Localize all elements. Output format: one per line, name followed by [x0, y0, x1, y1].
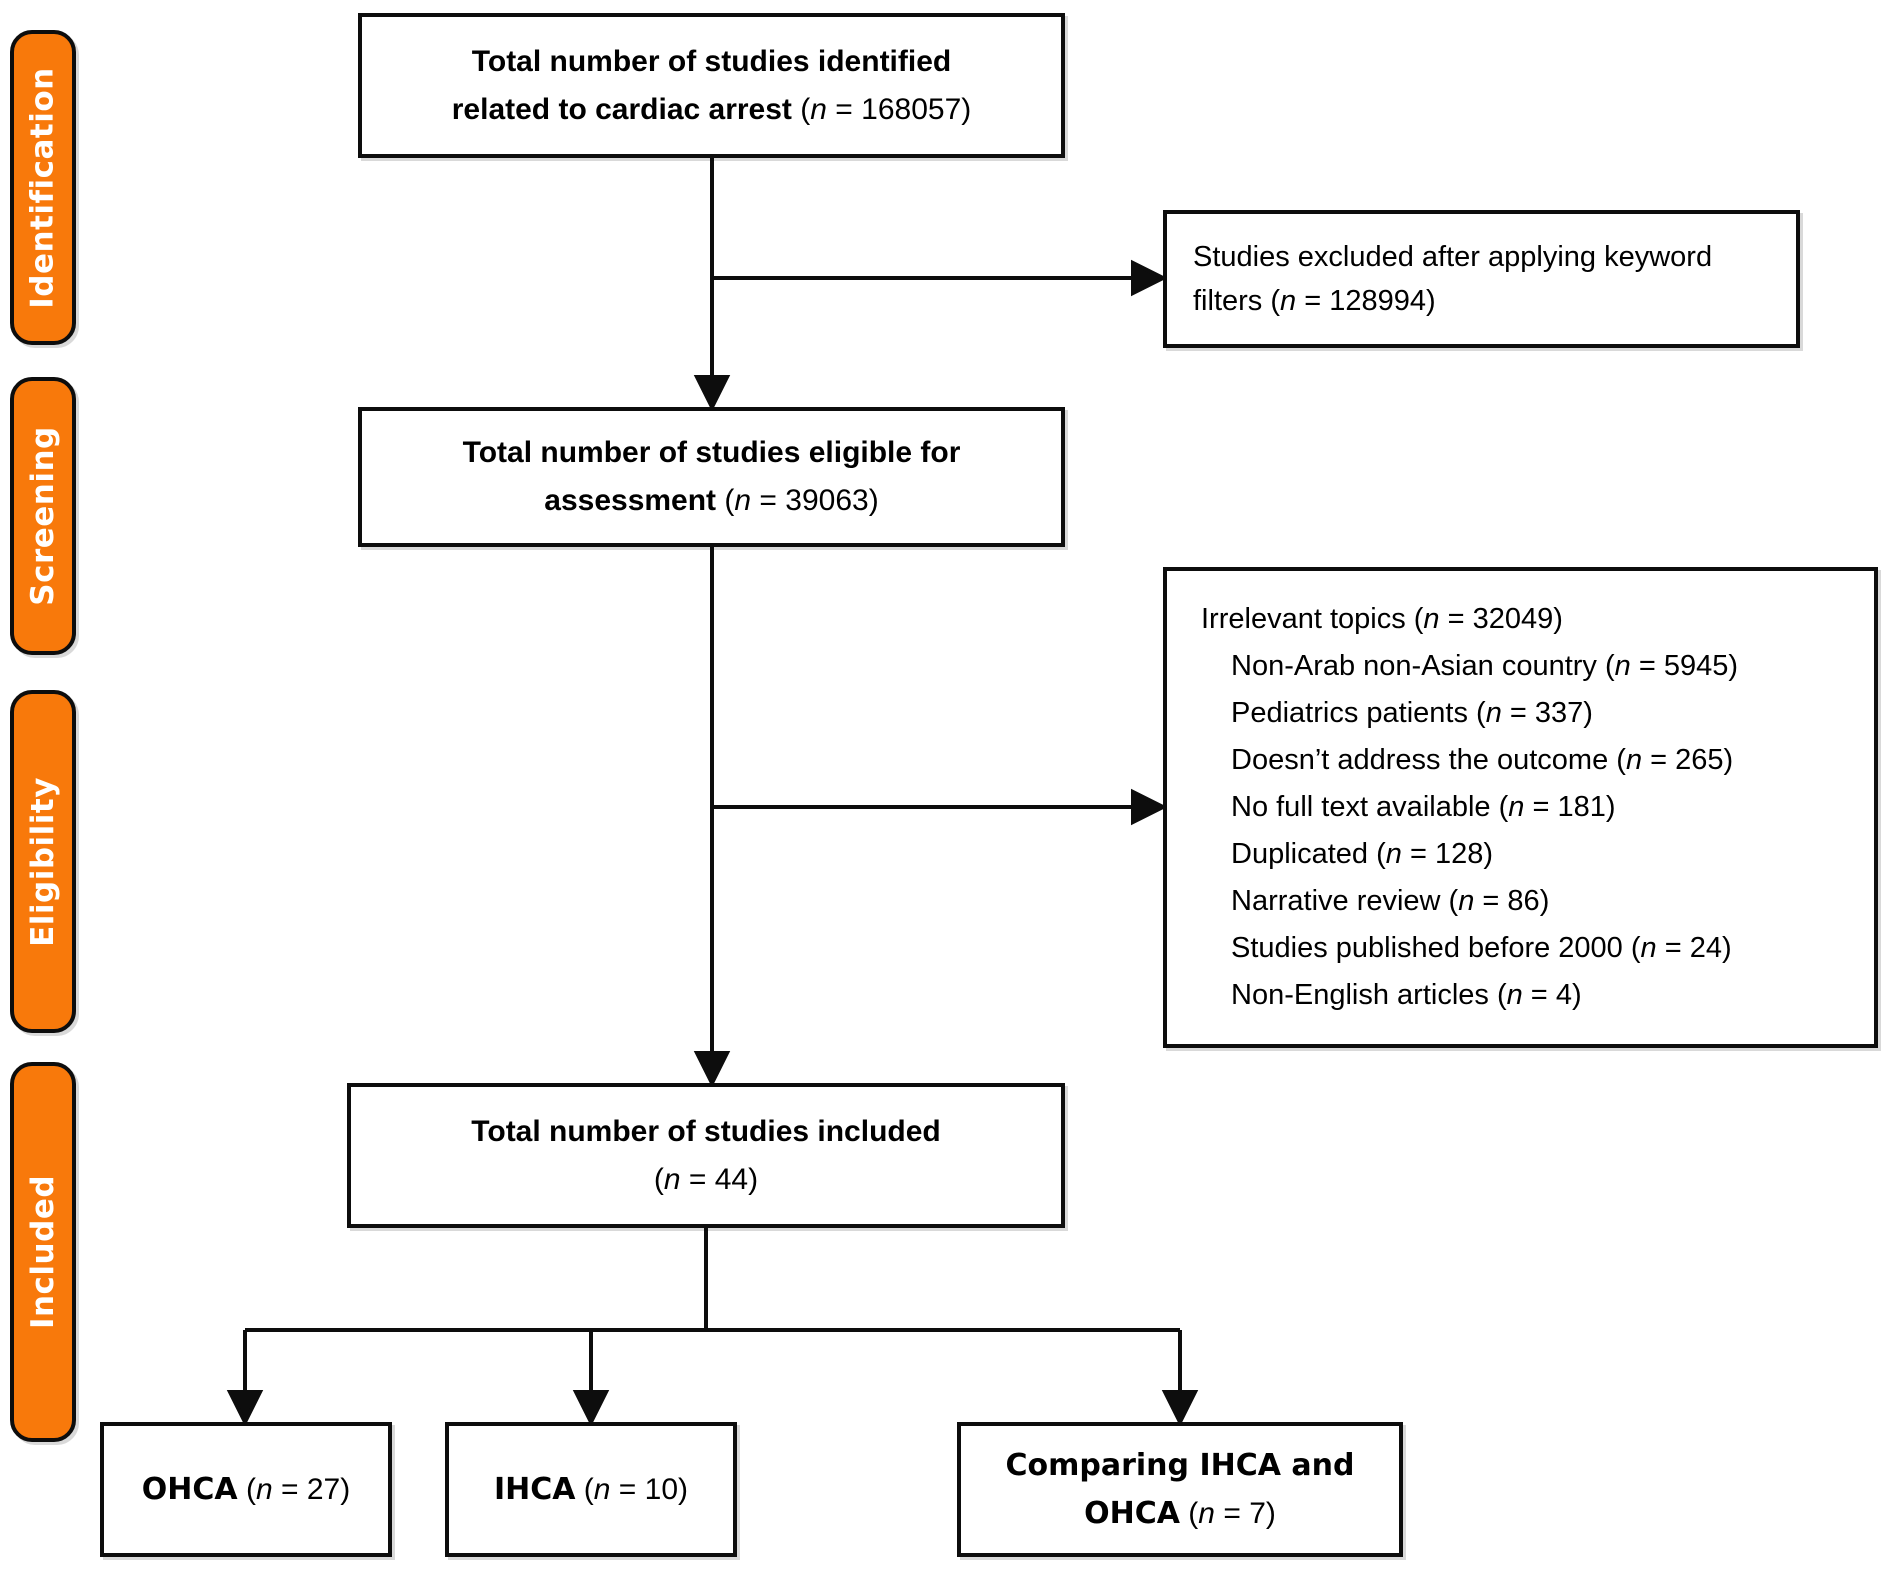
n-count: (n = 168057) — [791, 92, 972, 126]
arrowhead-to-keyword-exclusion — [1131, 259, 1168, 297]
n-value: 5945 — [1663, 650, 1729, 682]
box-ihca: IHCA (n = 10) — [445, 1422, 737, 1557]
exclusion-item-label: Irrelevant topics — [1201, 603, 1406, 635]
exclusion-item-label: Pediatrics patients — [1231, 697, 1468, 729]
n-value: 168057 — [861, 92, 962, 126]
n-count: (n = 86) — [1440, 885, 1550, 917]
n-value: 44 — [714, 1162, 749, 1196]
exclusion-item: Pediatrics patients (n = 337) — [1201, 690, 1874, 737]
exclusion-detail-list: Irrelevant topics (n = 32049)Non-Arab no… — [1167, 596, 1874, 1019]
arrowhead-to-comparing — [1161, 1390, 1199, 1427]
n-count: (n = 10) — [575, 1472, 689, 1506]
n-value: 32049 — [1472, 603, 1554, 635]
n-count: (n = 24) — [1622, 932, 1732, 964]
n-count: (n = 128) — [1368, 838, 1494, 870]
n-count: (n = 39063) — [716, 484, 879, 517]
box-comparing-line1: Comparing IHCA and — [1005, 1447, 1355, 1483]
exclusion-item-label: Doesn’t address the outcome — [1231, 744, 1609, 776]
n-count: (n = 181) — [1490, 791, 1616, 823]
box-excluded-keyword-text: Studies excluded after applying keyword … — [1193, 241, 1713, 317]
exclusion-item: Studies published before 2000 (n = 24) — [1201, 925, 1874, 972]
n-count: (n = 32049) — [1405, 603, 1563, 635]
exclusion-item-label: Non-English articles — [1231, 979, 1489, 1011]
arrowhead-to-detail-exclusion — [1131, 788, 1168, 826]
box-studies-eligible-line2: assessment (n = 39063) — [544, 484, 879, 517]
n-value: 39063 — [785, 484, 869, 517]
n-count: (n = 5945) — [1596, 650, 1739, 682]
box-studies-eligible-line1: Total number of studies eligible for — [462, 436, 961, 469]
phase-label-screening: Screening — [25, 426, 61, 606]
exclusion-item: Narrative review (n = 86) — [1201, 878, 1874, 925]
n-value: 7 — [1249, 1496, 1266, 1530]
phase-label-included: Included — [25, 1174, 61, 1330]
phase-label-identification: Identification — [25, 66, 62, 309]
box-studies-identified-line2: related to cardiac arrest (n = 168057) — [451, 92, 972, 126]
arrowhead-to-ohca — [226, 1390, 264, 1427]
exclusion-item: Non-English articles (n = 4) — [1201, 972, 1874, 1019]
n-count: (n = 265) — [1608, 744, 1734, 776]
box-studies-included-line2: (n = 44) — [351, 1156, 1061, 1204]
exclusion-item-label: No full text available — [1231, 791, 1491, 823]
phase-bar-screening: Screening — [10, 377, 76, 655]
arrowhead-to-ihca — [572, 1390, 610, 1427]
box-ohca-text: OHCA (n = 27) — [141, 1471, 351, 1507]
exclusion-item: Non-Arab non-Asian country (n = 5945) — [1201, 643, 1874, 690]
exclusion-item-label: Studies published before 2000 — [1231, 932, 1623, 964]
exclusion-item: Duplicated (n = 128) — [1201, 831, 1874, 878]
exclusion-item: Irrelevant topics (n = 32049) — [1201, 596, 1874, 643]
n-value: 265 — [1675, 744, 1724, 776]
box-comparing: Comparing IHCA and OHCA (n = 7) — [957, 1422, 1403, 1557]
phase-bar-eligibility: Eligibility — [10, 690, 76, 1033]
n-value: 181 — [1557, 791, 1606, 823]
n-value: 4 — [1555, 979, 1572, 1011]
n-count: (n = 44) — [653, 1162, 759, 1196]
exclusion-item: Doesn’t address the outcome (n = 265) — [1201, 737, 1874, 784]
n-value: 10 — [644, 1472, 679, 1506]
phase-label-eligibility: Eligibility — [25, 776, 61, 947]
box-studies-eligible: Total number of studies eligible for ass… — [358, 407, 1065, 547]
box-studies-identified-line1: Total number of studies identified — [471, 44, 952, 78]
n-value: 27 — [306, 1472, 341, 1506]
n-count: (n = 7) — [1179, 1496, 1276, 1530]
n-count: (n = 128994) — [1262, 285, 1436, 317]
exclusion-item-label: Narrative review — [1231, 885, 1441, 917]
phase-bar-included: Included — [10, 1062, 76, 1442]
box-studies-identified: Total number of studies identified relat… — [358, 13, 1065, 158]
exclusion-item-label: Duplicated — [1231, 838, 1369, 870]
box-excluded-keyword: Studies excluded after applying keyword … — [1163, 210, 1800, 348]
box-studies-included-line1: Total number of studies included — [471, 1114, 941, 1148]
box-ohca: OHCA (n = 27) — [100, 1422, 392, 1557]
n-value: 86 — [1507, 885, 1540, 917]
n-value: 128 — [1434, 838, 1484, 870]
arrowhead-identified-to-eligible — [693, 375, 731, 412]
box-comparing-line2: OHCA (n = 7) — [1084, 1495, 1276, 1531]
phase-bar-identification: Identification — [10, 30, 76, 345]
n-count: (n = 337) — [1467, 697, 1593, 729]
box-studies-included: Total number of studies included (n = 44… — [347, 1083, 1065, 1228]
n-count: (n = 27) — [237, 1472, 351, 1506]
exclusion-item: No full text available (n = 181) — [1201, 784, 1874, 831]
n-value: 24 — [1689, 932, 1722, 964]
arrowhead-eligible-to-included — [693, 1051, 731, 1088]
box-ihca-text: IHCA (n = 10) — [493, 1471, 689, 1507]
n-value: 128994 — [1329, 285, 1426, 317]
box-excluded-detail: Irrelevant topics (n = 32049)Non-Arab no… — [1163, 567, 1878, 1048]
n-count: (n = 4) — [1488, 979, 1582, 1011]
exclusion-item-label: Non-Arab non-Asian country — [1231, 650, 1597, 682]
n-value: 337 — [1534, 697, 1584, 729]
